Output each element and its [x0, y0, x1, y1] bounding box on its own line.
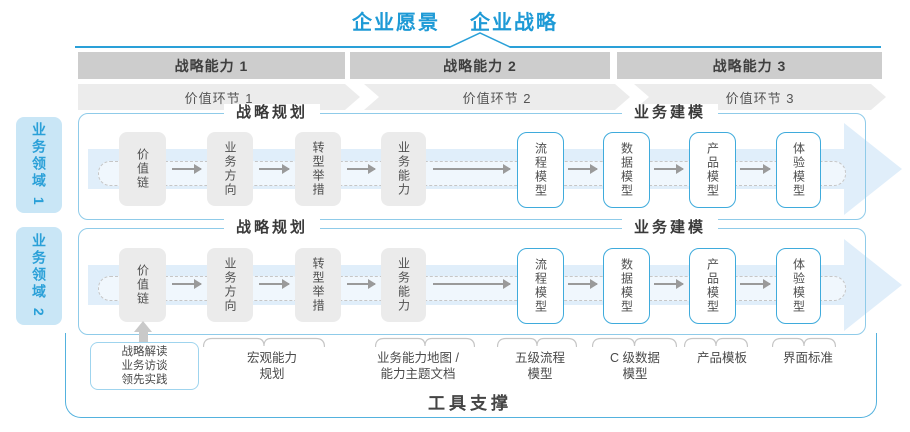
- annotation-data-model: C 级数据 模型: [609, 351, 661, 381]
- flow-arrow-icon: [347, 279, 376, 289]
- brace-icon: [772, 337, 836, 348]
- row2-box-value-chain: 价值链: [119, 248, 166, 322]
- sidebar-domain-1: 业务领域 1: [16, 117, 62, 213]
- row2-box-business-capability: 业务能力: [381, 248, 426, 322]
- brace-icon: [497, 337, 577, 348]
- annotation-ui-standard: 界面标准: [782, 351, 834, 365]
- capability-band-2: 战略能力 2: [350, 52, 610, 79]
- capability-band-3-label: 战略能力 3: [712, 57, 787, 74]
- flow-arrow-icon: [433, 164, 511, 174]
- brace-icon: [684, 337, 748, 348]
- row1-box-process-model: 流程模型: [517, 132, 564, 208]
- annotation-process-model: 五级流程 模型: [514, 351, 566, 381]
- flow-arrow-icon: [172, 279, 202, 289]
- up-arrow-icon: [139, 331, 148, 343]
- row1-modeling-header: 业务建模: [621, 104, 719, 122]
- flow-arrow-icon: [347, 164, 376, 174]
- row2-box-business-direction: 业务方向: [207, 248, 253, 322]
- peak-triangle-icon: [448, 32, 512, 48]
- flow-arrow-icon: [740, 279, 771, 289]
- row1-box-experience-model: 体验模型: [776, 132, 821, 208]
- flow-arrow-icon: [654, 279, 684, 289]
- brace-icon: [592, 337, 677, 348]
- row2-panel: [78, 228, 866, 335]
- flow-arrow-icon: [433, 279, 511, 289]
- row1-box-data-model: 数据模型: [603, 132, 650, 208]
- value-band-2-label: 价值环节 2: [462, 90, 532, 106]
- up-arrow-icon: [134, 321, 152, 332]
- row1-box-product-model: 产品模型: [689, 132, 736, 208]
- flow-arrow-icon: [568, 279, 598, 289]
- capability-band-1-label: 战略能力 1: [174, 57, 249, 74]
- row2-planning-header: 战略规划: [223, 219, 321, 237]
- title-strategy: 企业战略: [470, 12, 558, 34]
- row2-box-experience-model: 体验模型: [776, 248, 821, 324]
- annotation-capability-map: 业务能力地图 / 能力主题文档: [377, 351, 459, 381]
- value-band-1-label: 价值环节 1: [184, 90, 254, 106]
- capability-band-1: 战略能力 1: [78, 52, 345, 79]
- flow-arrow-icon: [740, 164, 771, 174]
- row1-planning-header: 战略规划: [223, 104, 321, 122]
- title-vision: 企业愿景: [352, 12, 440, 34]
- practice-annotation-box: 战略解读 业务访谈 领先实践: [90, 342, 199, 390]
- flow-arrow-icon: [568, 164, 598, 174]
- capability-band-2-label: 战略能力 2: [443, 57, 517, 74]
- brace-icon: [375, 337, 475, 348]
- row2-box-product-model: 产品模型: [689, 248, 736, 324]
- flow-arrow-icon: [259, 164, 290, 174]
- annotation-product-template: 产品模板: [696, 351, 748, 365]
- sidebar-domain-2: 业务领域 2: [16, 227, 62, 325]
- page-title: 企业愿景 企业战略: [0, 6, 910, 35]
- tool-support-label: 工具支撑: [428, 394, 512, 413]
- capability-band-3: 战略能力 3: [617, 52, 882, 79]
- row2-modeling-header: 业务建模: [621, 219, 719, 237]
- row2-box-data-model: 数据模型: [603, 248, 650, 324]
- row1-box-value-chain: 价值链: [119, 132, 166, 206]
- row1-box-business-direction: 业务方向: [207, 132, 253, 206]
- row2-box-transformation: 转型举措: [295, 248, 341, 322]
- flow-arrow-icon: [654, 164, 684, 174]
- row1-panel: [78, 113, 866, 220]
- brace-icon: [203, 337, 325, 348]
- row1-box-business-capability: 业务能力: [381, 132, 426, 206]
- flow-arrow-icon: [172, 164, 202, 174]
- tool-support-container: [65, 333, 877, 418]
- row1-box-transformation: 转型举措: [295, 132, 341, 206]
- value-band-2: 价值环节 2: [364, 84, 630, 110]
- annotation-macro-capability: 宏观能力 规划: [246, 351, 298, 381]
- row2-box-process-model: 流程模型: [517, 248, 564, 324]
- value-band-3-label: 价值环节 3: [725, 90, 795, 106]
- flow-arrow-icon: [259, 279, 290, 289]
